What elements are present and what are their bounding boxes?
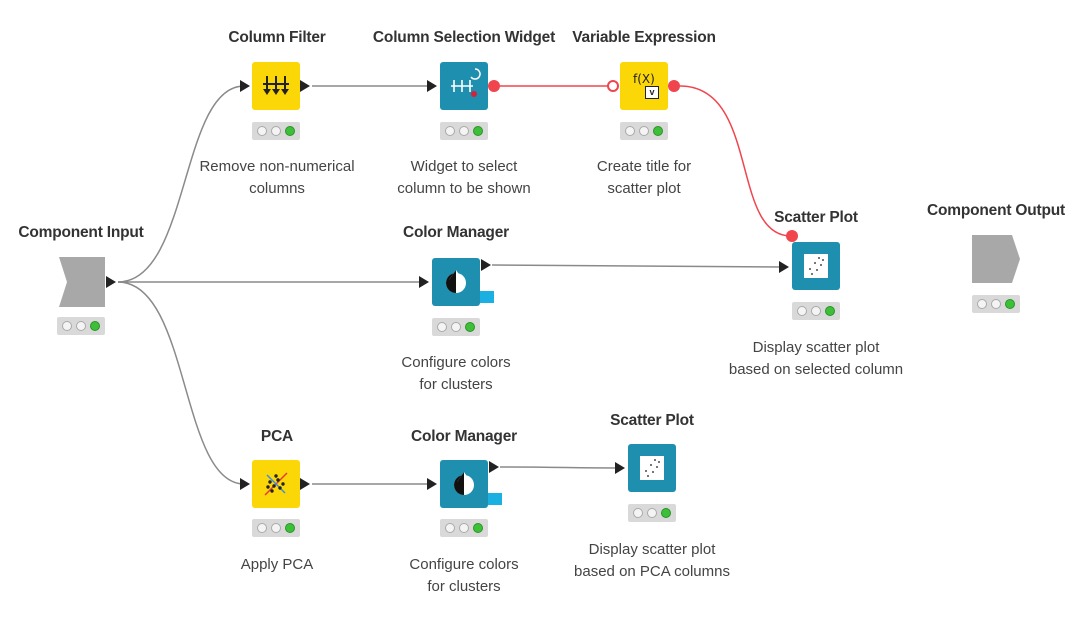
flow-variable-output-port[interactable]: [488, 80, 500, 92]
component-output-icon[interactable]: [972, 235, 1022, 283]
scatter-plot-icon: [640, 456, 664, 480]
node-status-indicator: [252, 122, 300, 140]
node-title: Component Output: [927, 202, 1065, 219]
flow-variable-expression-to-scatter-1[interactable]: [679, 85, 792, 237]
output-port-icon[interactable]: [106, 276, 116, 288]
scatter-plot-node-icon[interactable]: [628, 444, 676, 492]
flow-variable-output-port[interactable]: [668, 80, 680, 92]
node-status-indicator: [792, 302, 840, 320]
function-icon: f(X): [633, 72, 655, 86]
flow-variable-input-port[interactable]: [607, 80, 619, 92]
variable-badge-icon: v: [645, 86, 659, 99]
node-title: Component Input: [18, 224, 144, 241]
connection-color-manager-2-to-scatter-2[interactable]: [499, 466, 620, 469]
node-title: Scatter Plot: [610, 412, 694, 429]
node-status-indicator: [440, 122, 488, 140]
node-title: Color Manager: [403, 224, 509, 241]
output-port-icon[interactable]: [300, 478, 310, 490]
node-title: Color Manager: [411, 428, 517, 445]
flow-variable-input-port[interactable]: [786, 230, 798, 242]
pca-icon: [264, 472, 288, 496]
node-status-indicator: [252, 519, 300, 537]
node-status-indicator: [628, 504, 676, 522]
pca-node-icon[interactable]: [252, 460, 300, 508]
connection-input-to-column-filter[interactable]: [117, 85, 245, 283]
component-input-icon[interactable]: [57, 257, 105, 307]
connection-color-manager-1-to-scatter-1[interactable]: [491, 264, 784, 268]
node-status-indicator: [972, 295, 1020, 313]
variable-expression-node-icon[interactable]: f(X) v: [620, 62, 668, 110]
scatter-plot-node-icon[interactable]: [792, 242, 840, 290]
column-selection-widget-node-icon[interactable]: [440, 62, 488, 110]
color-drop-icon: [446, 270, 466, 293]
color-model-port-icon[interactable]: [488, 493, 502, 505]
widget-icon: [451, 68, 481, 97]
node-status-indicator: [440, 519, 488, 537]
node-description: Apply PCA: [240, 556, 314, 573]
node-title: PCA: [260, 428, 294, 445]
output-port-icon[interactable]: [489, 461, 499, 473]
node-title: Scatter Plot: [774, 209, 858, 226]
node-status-indicator: [432, 318, 480, 336]
node-status-indicator: [620, 122, 668, 140]
column-filter-node-icon[interactable]: [252, 62, 300, 110]
output-port-icon[interactable]: [300, 80, 310, 92]
scatter-plot-icon: [804, 254, 828, 278]
color-model-port-icon[interactable]: [480, 291, 494, 303]
column-filter-icon: [263, 76, 289, 95]
color-drop-icon: [454, 472, 474, 495]
color-manager-node-icon[interactable]: [440, 460, 488, 508]
node-title: Column Selection Widget: [372, 29, 556, 46]
connection-input-to-pca[interactable]: [117, 281, 245, 485]
node-title: Variable Expression: [572, 29, 716, 46]
color-manager-node-icon[interactable]: [432, 258, 480, 306]
node-title: Column Filter: [228, 29, 326, 46]
output-port-icon[interactable]: [481, 259, 491, 271]
node-status-indicator: [57, 317, 105, 335]
